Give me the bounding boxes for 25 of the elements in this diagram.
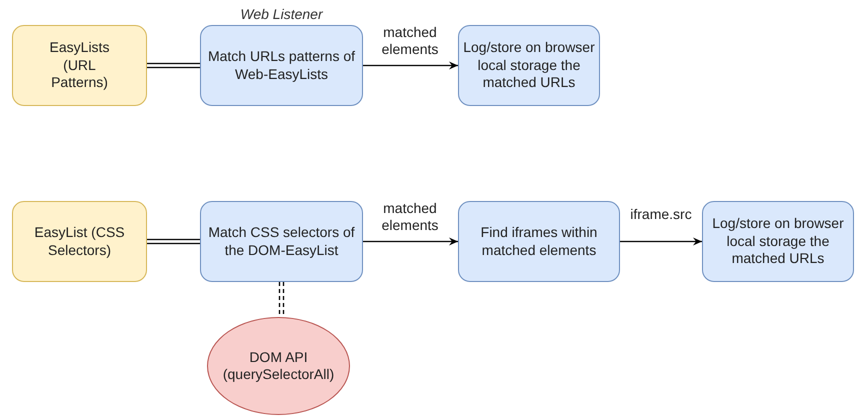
- node-text: Log/store on browser local storage the matched URLs: [711, 215, 845, 268]
- node-text: DOM API (querySelectorAll): [222, 348, 336, 384]
- node-label: Web Listener: [239, 6, 324, 22]
- process-box: [702, 201, 854, 282]
- double-line: [147, 238, 200, 244]
- edge-label: matched elements: [380, 200, 440, 234]
- node-text: EasyList (CSS Selectors): [33, 224, 126, 259]
- source-box: [12, 25, 147, 106]
- process-box: [458, 201, 620, 282]
- node-text: EasyLists (URL Patterns): [48, 39, 110, 92]
- node-text: Match CSS selectors of the DOM-EasyList: [207, 224, 356, 259]
- arrow: [363, 238, 458, 246]
- arrow: [620, 238, 702, 246]
- process-box: [200, 25, 363, 106]
- edge-label: matched elements: [380, 24, 440, 58]
- dashed-double-line: [278, 282, 284, 317]
- node-text: Log/store on browser local storage the matched URLs: [462, 39, 596, 92]
- arrow: [363, 62, 458, 70]
- source-box: [12, 201, 147, 282]
- node-text: Match URLs patterns of Web-EasyLists: [206, 48, 356, 83]
- process-box: [458, 25, 600, 106]
- double-line: [147, 62, 200, 68]
- node-text: Find iframes within matched elements: [480, 224, 598, 259]
- process-box: [200, 201, 363, 282]
- edge-label: iframe.src: [629, 206, 693, 223]
